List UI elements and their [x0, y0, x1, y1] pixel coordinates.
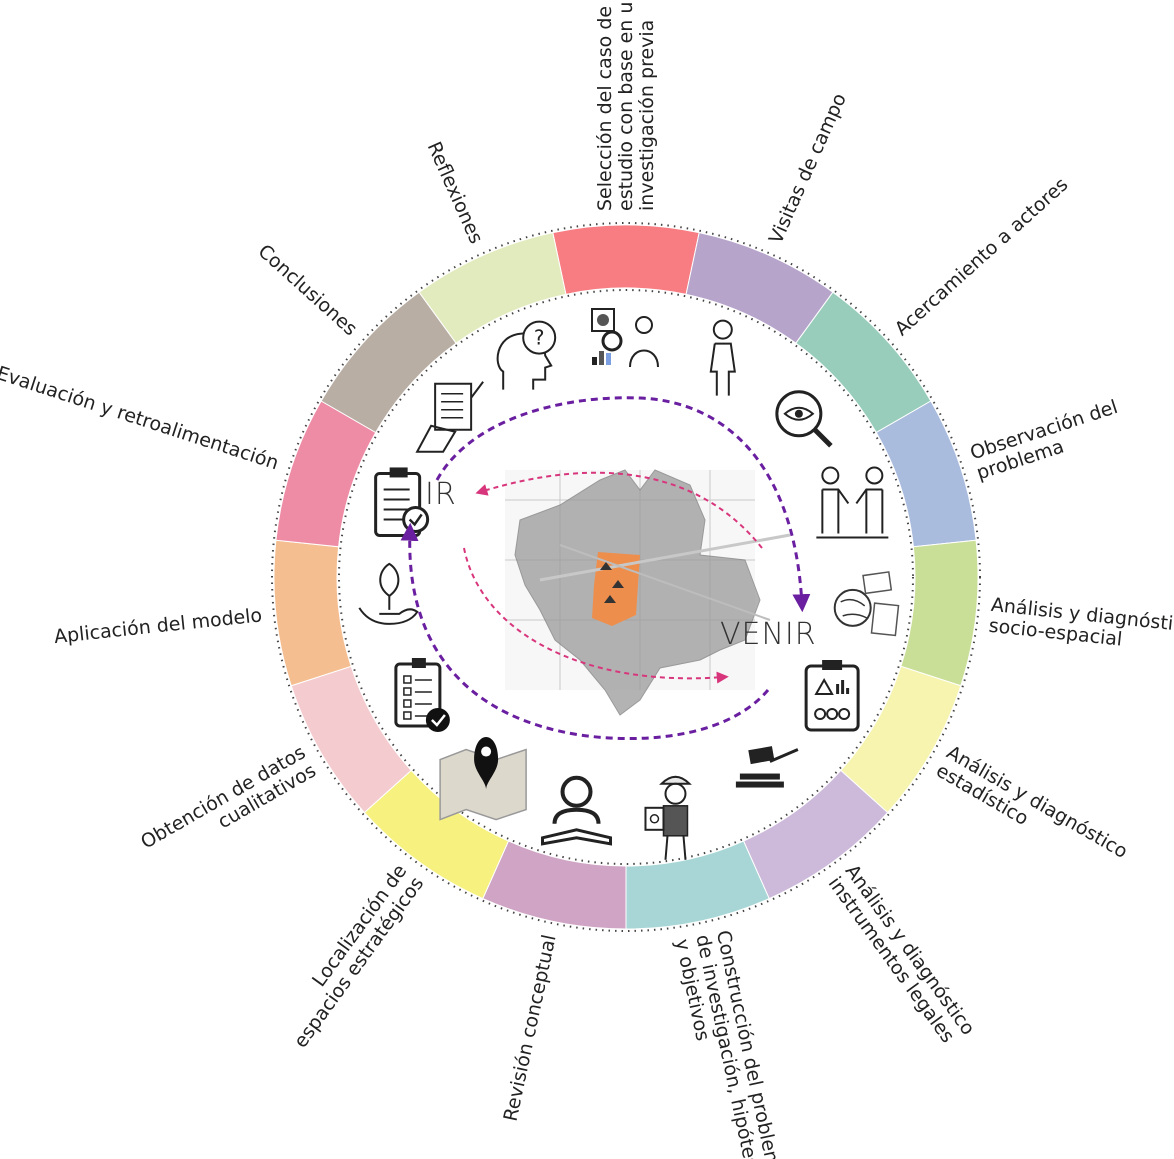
label-group-evaluacion: Evaluación y retroalimentación	[0, 362, 281, 474]
ring-segment-revision	[482, 840, 627, 930]
segment-label-seleccion-line-2: estudio con base en una	[615, 0, 637, 211]
person-reading-icon	[541, 775, 613, 846]
segment-label-aplicacion: Aplicación del modelo	[53, 604, 263, 648]
segment-label-visitas: Visitas de campo	[765, 90, 851, 247]
ring-segment-reflexiones	[418, 232, 567, 344]
label-group-revision: Revisión conceptual	[500, 933, 561, 1124]
segment-label-reflexiones: Reflexiones	[423, 138, 487, 247]
segment-label-seleccion-line-3: investigación previa	[636, 20, 658, 211]
segment-label-localizacion-line-2: espacios estratégicos	[290, 873, 429, 1052]
magnifier-eye-icon	[775, 390, 833, 448]
map-pin-icon	[439, 737, 527, 821]
map-highlight-zone	[592, 552, 640, 626]
engineer-icon	[644, 775, 692, 860]
walking-person-icon	[709, 319, 736, 396]
label-group-visitas: Visitas de campo	[765, 90, 851, 247]
inner-arrow-top	[475, 471, 763, 549]
process-ring	[273, 224, 979, 930]
handshake-icon	[816, 466, 889, 539]
segment-icons: ?	[358, 308, 900, 860]
ring-segment-aplicacion	[273, 539, 352, 687]
inner-dotted-circle	[338, 289, 914, 865]
clipboard-check-icon	[374, 467, 430, 537]
segment-label-revision: Revisión conceptual	[500, 933, 561, 1124]
label-group-reflexiones: Reflexiones	[423, 138, 487, 247]
world-map-icon	[833, 571, 900, 637]
venir-label: VENIR	[720, 617, 817, 652]
gavel-icon	[735, 746, 799, 788]
center-map	[505, 469, 791, 716]
document-hand-icon	[415, 381, 484, 453]
clipboard-chart-icon	[804, 660, 860, 732]
segment-label-conclusiones: Conclusiones	[254, 240, 362, 340]
outer-arrow-top	[435, 396, 811, 613]
label-group-acercamiento: Acercamiento a actores	[891, 174, 1073, 341]
segment-label-analisis-legal-line-2: instrumentos legales	[824, 873, 959, 1047]
segment-label-analisis-estadistico-line-1: Análisis y diagnóstico	[943, 741, 1132, 863]
label-group-conclusiones: Conclusiones	[254, 240, 362, 340]
outer-arrow-bottom	[400, 522, 770, 740]
segment-label-seleccion-line-1: Selección del caso de	[594, 6, 616, 211]
data-analysis-person-icon	[591, 308, 659, 368]
segment-label-evaluacion: Evaluación y retroalimentación	[0, 362, 281, 474]
ring-segment-seleccion	[552, 224, 700, 295]
inner-arrow-bottom	[463, 547, 729, 684]
segment-label-analisis-legal-line-1: Análisis y diagnóstico	[841, 860, 979, 1039]
ring-segment-analisis-socio	[900, 539, 979, 687]
segment-label-acercamiento: Acercamiento a actores	[891, 174, 1073, 341]
outer-dotted-circle	[271, 222, 981, 932]
head-question-icon: ?	[496, 320, 557, 390]
ring-dotted-border	[271, 222, 981, 932]
cycle-arrows: IR VENIR	[400, 396, 817, 740]
label-group-aplicacion: Aplicación del modelo	[53, 604, 263, 648]
svg-text:?: ?	[534, 326, 545, 350]
plant-hand-icon	[358, 562, 419, 625]
checklist-icon	[394, 658, 450, 732]
ir-label: IR	[425, 477, 457, 512]
